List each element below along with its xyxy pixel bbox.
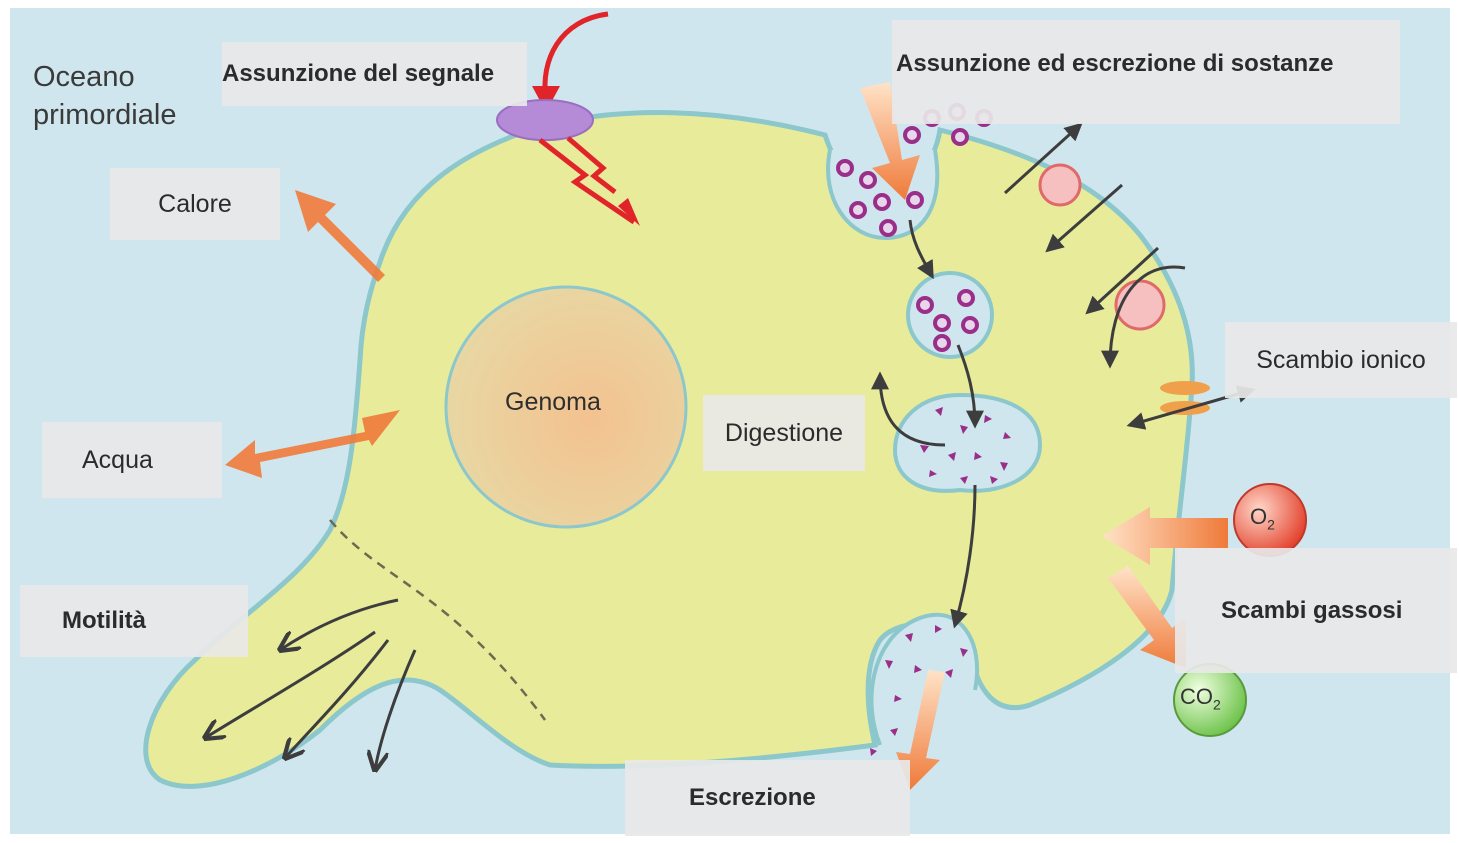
signal-label-text: Assunzione del segnale (222, 60, 494, 88)
o2-label: O2 (1250, 504, 1275, 532)
excretion-label-text: Escrezione (689, 784, 816, 812)
o2-symbol: O (1250, 504, 1267, 529)
ocean-label: Oceano primordiale (33, 58, 176, 134)
co2-subscript: 2 (1213, 696, 1221, 712)
o2-subscript: 2 (1267, 516, 1275, 532)
water-label: Acqua (42, 422, 222, 498)
gas-exchange-label: Scambi gassosi (1175, 548, 1457, 673)
ion-exchange-label: Scambio ionico (1225, 322, 1457, 398)
ocean-label-line1: Oceano (33, 58, 176, 96)
ion-exchange-label-text: Scambio ionico (1256, 346, 1426, 375)
water-label-text: Acqua (82, 446, 153, 475)
gas-exchange-label-text: Scambi gassosi (1221, 597, 1402, 625)
digestion-label: Digestione (703, 395, 865, 471)
transporter-protein-2 (1116, 281, 1164, 329)
substances-label-text: Assunzione ed escrezione di sostanze (896, 50, 1333, 78)
motility-label-text: Motilità (62, 607, 146, 635)
digestion-label-text: Digestione (725, 419, 843, 448)
substances-label: Assunzione ed escrezione di sostanze (892, 20, 1400, 124)
excretion-label: Escrezione (625, 760, 910, 836)
heat-label: Calore (110, 168, 280, 240)
signal-label: Assunzione del segnale (222, 42, 527, 106)
heat-label-text: Calore (158, 190, 232, 219)
signal-receptor (497, 100, 593, 140)
genome-label: Genoma (505, 388, 601, 417)
transporter-protein-1 (1040, 165, 1080, 205)
co2-label: CO2 (1180, 684, 1221, 712)
ocean-label-line2: primordiale (33, 96, 176, 134)
ion-channel-top (1160, 381, 1210, 395)
motility-label: Motilità (20, 585, 248, 657)
co2-symbol: CO (1180, 684, 1213, 709)
